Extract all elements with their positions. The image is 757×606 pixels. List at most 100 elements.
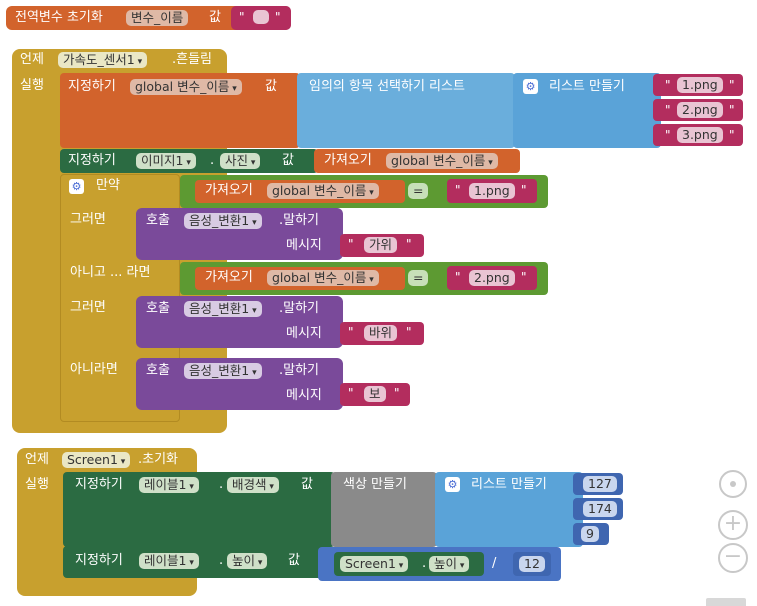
make-list-label: 리스트 만들기 [549,79,625,94]
global-value-label: 값 [209,10,221,25]
e2-set1-label: 지정하기 [75,477,123,492]
set-label-height-block[interactable]: 지정하기 레이블1 . 높이 값 [63,546,325,578]
e2-set1-value-label: 값 [301,477,313,492]
bgcolor-property-dropdown[interactable]: 배경색 [227,477,279,493]
pick-random-item-block[interactable]: 임의의 항목 선택하기 리스트 [297,73,515,148]
string-item-1-field[interactable]: 1.png [677,77,723,93]
set-value-label: 값 [265,79,277,94]
set-global-block[interactable]: 지정하기 global 변수_이름 값 [60,73,300,148]
call1-method: .말하기 [279,213,320,228]
call2-component-dropdown[interactable]: 음성_변환1 [184,301,262,317]
string-item-1[interactable]: " 1.png " [653,74,743,96]
event2-do-label: 실행 [25,477,49,492]
string-item-3[interactable]: " 3.png " [653,124,743,146]
zoom-out-icon[interactable]: − [718,543,748,573]
msg3-string-field[interactable]: 보 [364,386,386,402]
msg2-string-field[interactable]: 바위 [364,325,398,341]
msg1-string-block[interactable]: " 가위 " [340,234,424,257]
call3-label: 호출 [146,363,170,378]
cond1-op-dropdown[interactable]: = [408,183,429,199]
divide-block[interactable]: Screen1 . 높이 / 12 [318,547,561,581]
string-item-2[interactable]: " 2.png " [653,99,743,121]
number-127-field[interactable]: 127 [583,476,617,492]
screen-dropdown[interactable]: Screen1 [340,556,409,572]
label-component-dropdown-1[interactable]: 레이블1 [139,477,199,493]
get-var-dropdown[interactable]: global 변수_이름 [386,153,498,169]
cond1-get-block[interactable]: 가져오기 global 변수_이름 [195,180,405,203]
call2-msg-label: 메시지 [286,326,322,341]
cond1-string-field[interactable]: 1.png [469,183,515,199]
number-block-127[interactable]: 127 [573,473,623,495]
cond2-string-block[interactable]: " 2.png " [447,266,537,290]
cond2-string-field[interactable]: 2.png [469,270,515,286]
divide-operator: / [492,556,497,571]
cond2-get-block[interactable]: 가져오기 global 변수_이름 [195,267,405,290]
divisor-field[interactable]: 12 [519,556,545,572]
string-item-3-field[interactable]: 3.png [677,127,723,143]
number-9-field[interactable]: 9 [581,526,599,542]
height-property-dropdown[interactable]: 높이 [227,553,268,569]
call1-label: 호출 [146,213,170,228]
picture-property-dropdown[interactable]: 사진 [220,153,261,169]
label-component-dropdown-2[interactable]: 레이블1 [139,553,199,569]
screen-height-dropdown[interactable]: 높이 [429,556,470,572]
gear-icon[interactable]: ⚙ [523,79,538,94]
set-label-bgcolor-block[interactable]: 지정하기 레이블1 . 배경색 값 [63,472,335,547]
msg2-string-block[interactable]: " 바위 " [340,322,424,345]
call2-method: .말하기 [279,301,320,316]
elseif-label: 아니고 ... 라면 [70,265,151,280]
event1-component-dropdown[interactable]: 가속도_센서1 [58,52,148,68]
make-list-block[interactable]: ⚙ 리스트 만들기 [513,73,661,148]
call3-msg-label: 메시지 [286,388,322,403]
global-string-field[interactable] [253,10,269,24]
call1-msg-label: 메시지 [286,238,322,253]
cond2-op-dropdown[interactable]: = [408,270,429,286]
msg1-string-field[interactable]: 가위 [364,237,398,253]
cond1-string-block[interactable]: " 1.png " [447,179,537,203]
get-global-block[interactable]: 가져오기 global 변수_이름 [314,149,520,173]
cond1-var-dropdown[interactable]: global 변수_이름 [267,183,379,199]
call-speak-block-2[interactable]: 호출 음성_변환1 .말하기 메시지 [136,296,343,348]
call3-method: .말하기 [279,363,320,378]
event2-component-dropdown[interactable]: Screen1 [62,452,131,468]
number-block-174[interactable]: 174 [573,498,623,520]
make-color-block[interactable]: 색상 만들기 [331,472,437,547]
divisor-number-block[interactable]: 12 [513,552,551,576]
call2-label: 호출 [146,301,170,316]
call-speak-block-3[interactable]: 호출 음성_변환1 .말하기 메시지 [136,358,343,410]
trash-icon[interactable] [706,598,746,606]
make-list-block-2[interactable]: ⚙ 리스트 만들기 [435,472,583,547]
then-label-1: 그러면 [70,212,106,227]
then-label-2: 그러면 [70,300,106,315]
call3-component-dropdown[interactable]: 음성_변환1 [184,363,262,379]
if-gear-icon[interactable]: ⚙ [69,179,84,194]
call-speak-block-1[interactable]: 호출 음성_변환1 .말하기 메시지 [136,208,343,260]
gear-icon-2[interactable]: ⚙ [445,477,460,492]
cond2-var-dropdown[interactable]: global 변수_이름 [267,270,379,286]
event2-event-name: .초기화 [138,452,179,467]
event1-when-label: 언제 [20,52,44,67]
number-block-9[interactable]: 9 [573,523,609,545]
string-item-2-field[interactable]: 2.png [677,102,723,118]
set2-label: 지정하기 [68,153,116,168]
cond2-get-label: 가져오기 [205,270,253,285]
image-component-dropdown[interactable]: 이미지1 [136,153,196,169]
global-var-name-field[interactable]: 변수_이름 [126,10,189,26]
if-label: 만약 [96,178,120,193]
screen-height-getter[interactable]: Screen1 . 높이 [334,552,484,576]
event2-when-label: 언제 [25,452,49,467]
center-target-icon[interactable] [719,470,747,498]
call1-component-dropdown[interactable]: 음성_변환1 [184,213,262,229]
number-174-field[interactable]: 174 [583,501,617,517]
set2-value-label: 값 [282,153,294,168]
global-string-block[interactable]: " " [231,6,291,30]
msg3-string-block[interactable]: " 보 " [340,383,410,406]
zoom-in-icon[interactable]: + [718,510,748,540]
set-image-picture-block[interactable]: 지정하기 이미지1 . 사진 값 [60,149,318,173]
make-color-label: 색상 만들기 [343,477,407,492]
cond1-get-label: 가져오기 [205,183,253,198]
set-var-dropdown[interactable]: global 변수_이름 [130,79,242,95]
make-list-label-2: 리스트 만들기 [471,477,547,492]
e2-set2-label: 지정하기 [75,553,123,568]
pick-random-label: 임의의 항목 선택하기 리스트 [309,79,465,94]
